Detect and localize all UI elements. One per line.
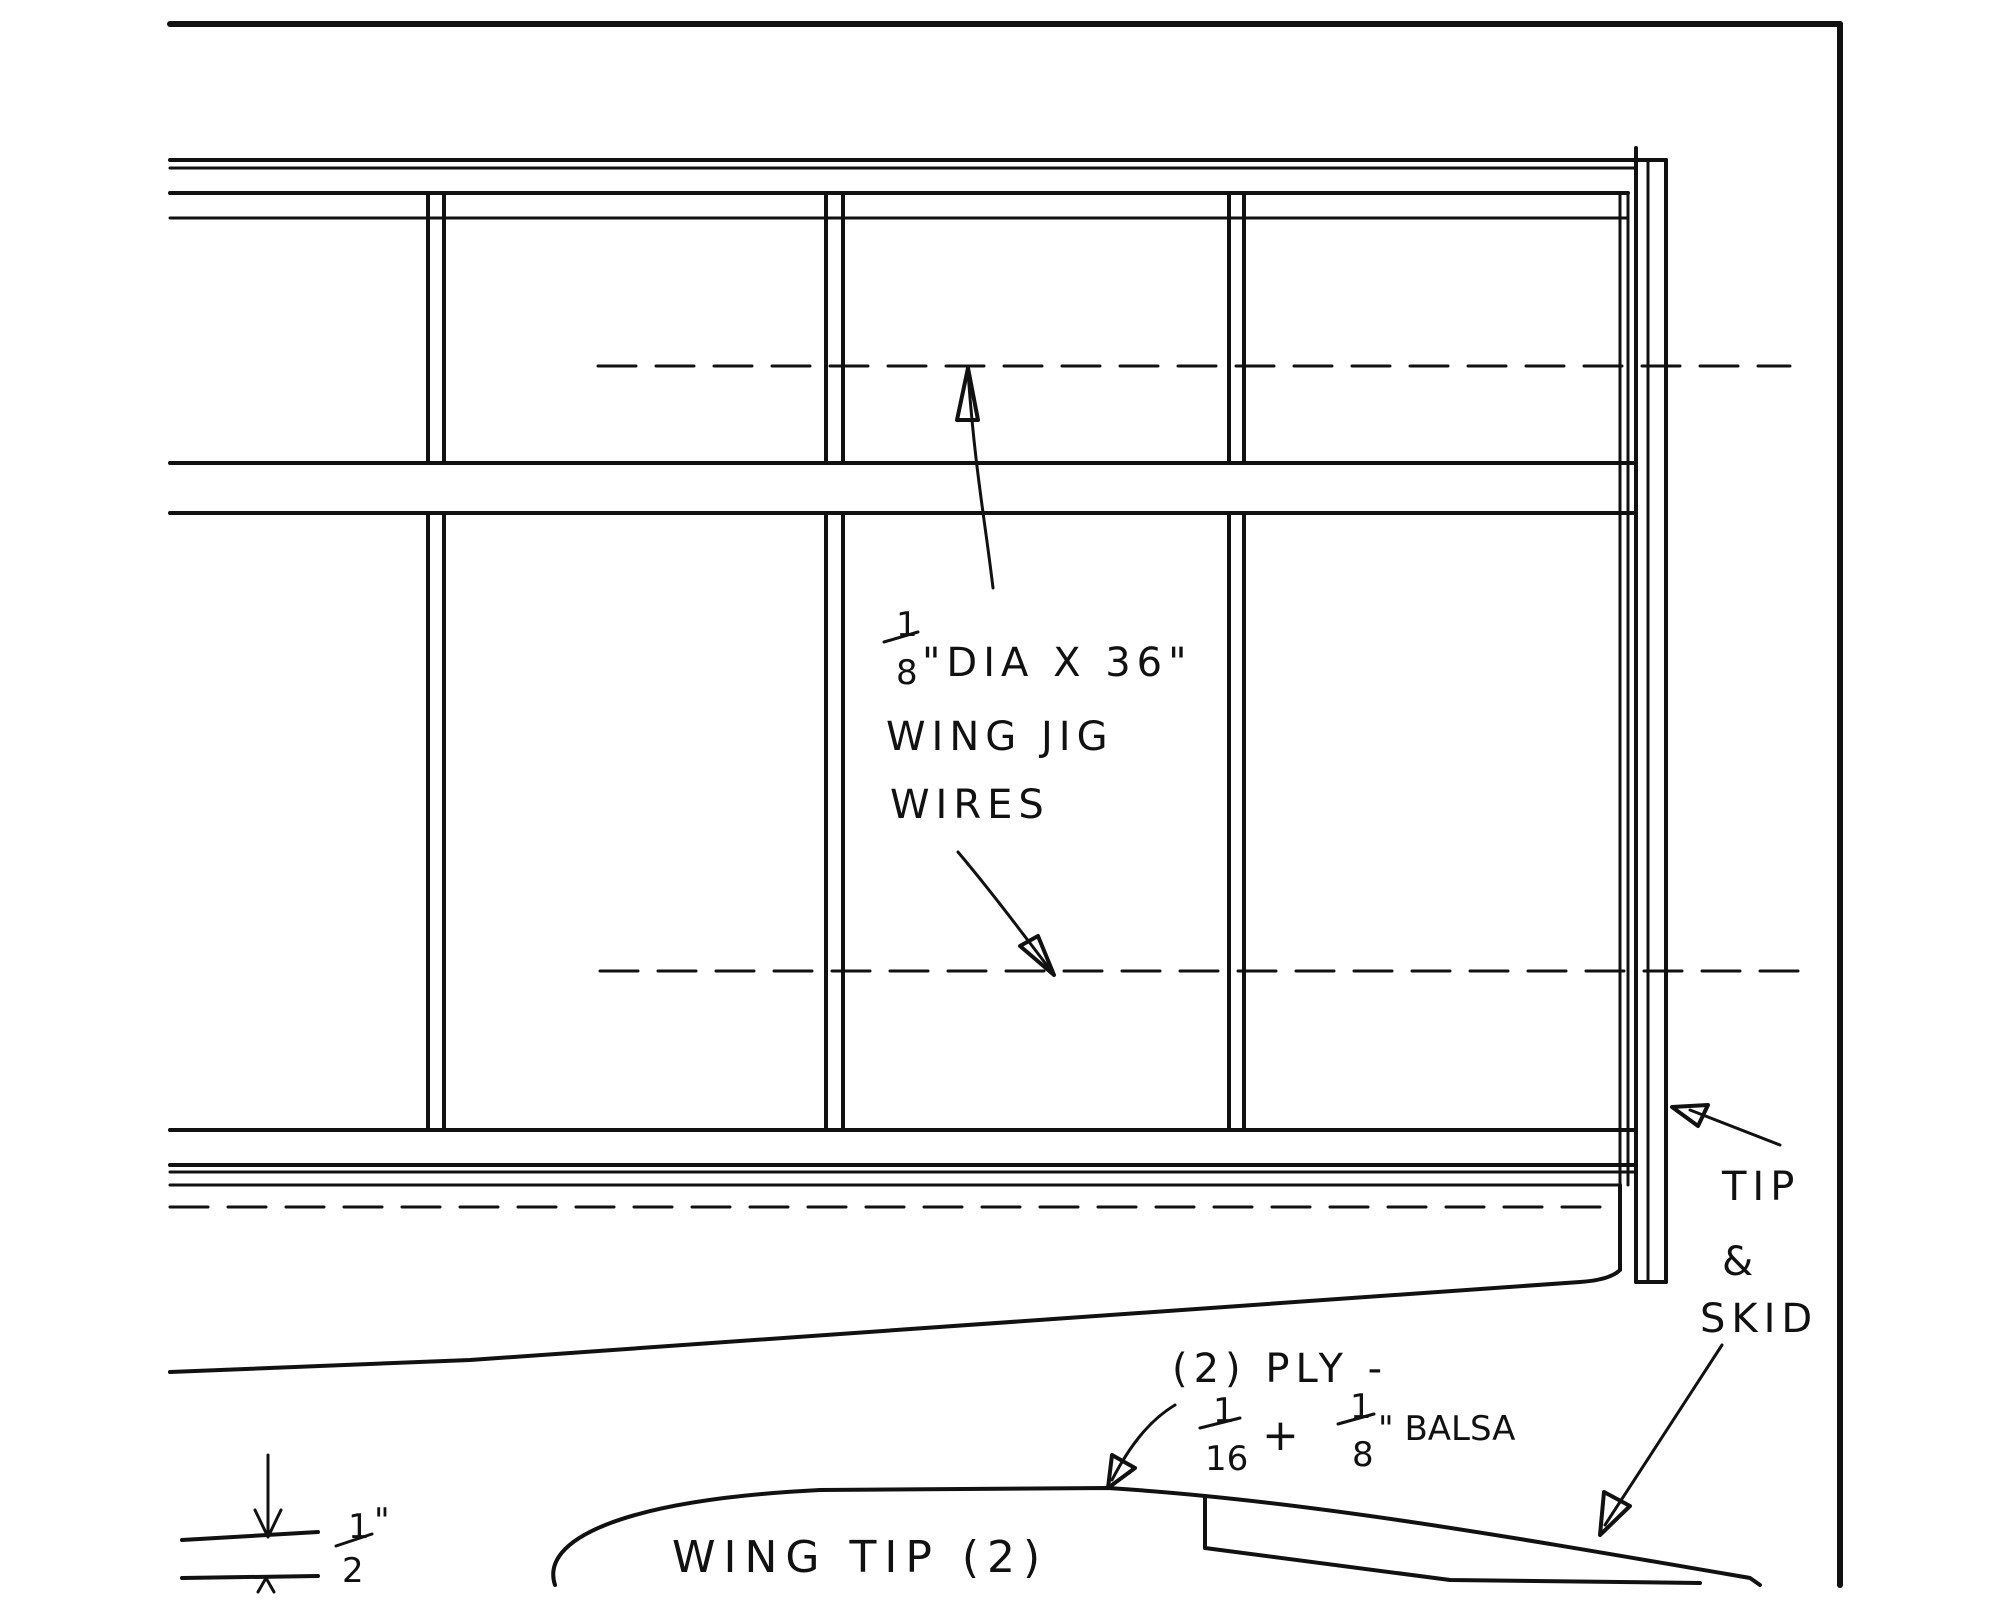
arrow-head-up-icon bbox=[955, 366, 980, 422]
jig-wire-line3: WIRES bbox=[890, 782, 1050, 828]
wing-tip-label: WING TIP (2) bbox=[672, 1532, 1048, 1583]
jig-wire-line2: WING JIG bbox=[886, 714, 1114, 760]
wing-tip-outline bbox=[551, 1486, 1762, 1587]
main-spar bbox=[168, 461, 1638, 515]
arrow-head-tip-icon bbox=[1670, 1103, 1710, 1128]
tip-skid-line2: & bbox=[1722, 1239, 1759, 1285]
dim-fraction-den: 2 bbox=[342, 1551, 364, 1591]
dimension-label: 1 2 " bbox=[334, 1501, 390, 1591]
dim-inch-mark: " bbox=[374, 1501, 390, 1541]
jig-wire-label: 1 8 "DIA X 36" WING JIG WIRES bbox=[882, 605, 1193, 828]
ply-label: (2) PLY - 1 16 + 1 8 " BALSA bbox=[1172, 1346, 1515, 1479]
leading-edge-spars bbox=[168, 158, 1638, 220]
arrow-head-ply-icon bbox=[1106, 1453, 1137, 1490]
wing-ribs bbox=[426, 191, 1630, 1187]
ply-line1: (2) PLY - bbox=[1172, 1346, 1388, 1392]
trailing-edge-sheet bbox=[168, 1183, 1622, 1374]
ply-plus: + bbox=[1262, 1410, 1307, 1461]
dim-arrow-down-icon bbox=[253, 1508, 283, 1539]
trailing-edge-spars bbox=[168, 1128, 1638, 1209]
jig-wire-line1: "DIA X 36" bbox=[922, 640, 1193, 686]
ply-balsa: " BALSA bbox=[1378, 1409, 1515, 1449]
arrow-head-skid-icon bbox=[1598, 1490, 1632, 1537]
tip-skid-strip bbox=[1634, 146, 1668, 1284]
tip-skid-line1: TIP bbox=[1721, 1164, 1800, 1210]
dim-arrow-up-icon bbox=[256, 1576, 276, 1594]
drawing-border bbox=[167, 21, 1843, 1588]
arrow-head-down-icon bbox=[1018, 934, 1056, 977]
jig-wire-fraction-denominator: 8 bbox=[896, 653, 918, 693]
jig-wires bbox=[596, 364, 1817, 973]
tip-skid-line3: SKID bbox=[1700, 1296, 1818, 1342]
leader-arrows bbox=[180, 366, 1782, 1594]
tip-skid-label: TIP & SKID bbox=[1700, 1164, 1818, 1342]
ply-frac2-den: 8 bbox=[1352, 1435, 1374, 1475]
ply-frac1-den: 16 bbox=[1205, 1439, 1248, 1479]
